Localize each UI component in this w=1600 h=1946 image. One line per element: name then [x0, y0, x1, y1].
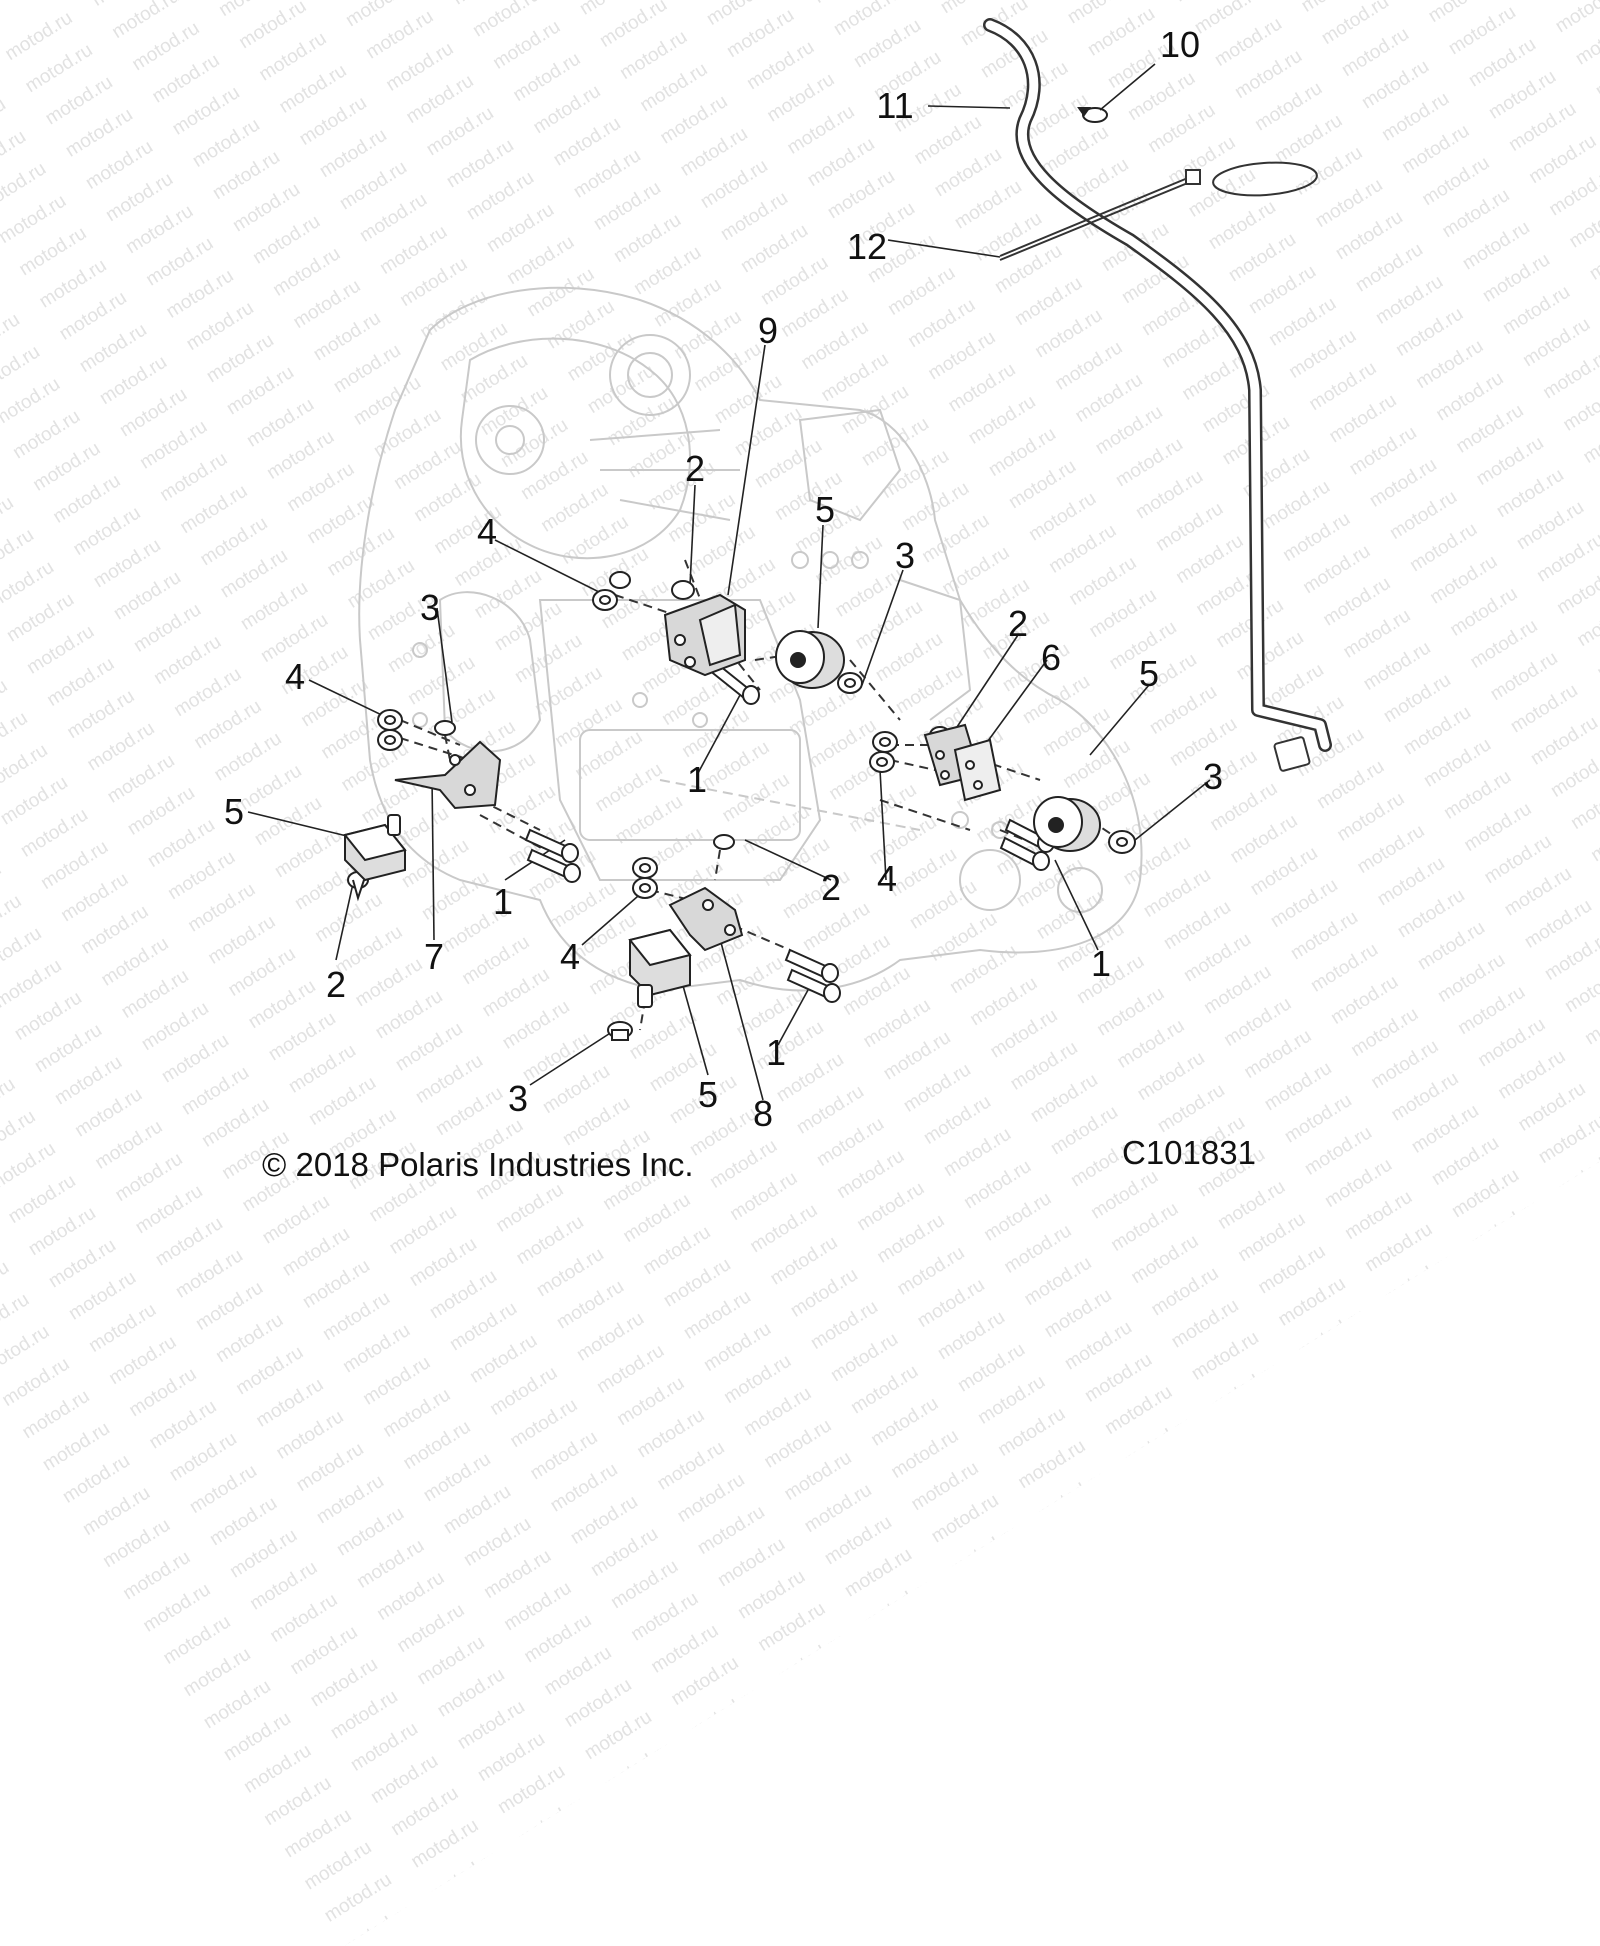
callout-3-left: 3	[419, 587, 441, 628]
callout-3-top: 3	[894, 535, 916, 576]
callout-5-top: 5	[814, 489, 836, 530]
callout-8: 8	[752, 1093, 774, 1134]
diagram-code: C101831	[1122, 1134, 1256, 1171]
callout-1-right: 1	[1090, 943, 1112, 984]
callout-2-bottom: 2	[325, 964, 347, 1005]
diagram-artwork	[247, 18, 1332, 1101]
callout-2-center: 2	[820, 867, 842, 908]
callout-10: 10	[1159, 24, 1201, 65]
callout-4-top: 4	[476, 511, 498, 552]
callout-2-right: 2	[1007, 603, 1029, 644]
callout-6: 6	[1040, 637, 1062, 678]
callout-3-right: 3	[1202, 756, 1224, 797]
callout-4-center: 4	[876, 858, 898, 899]
leader-lines	[247, 63, 1211, 1101]
hose-clamp	[1077, 107, 1108, 123]
brackets	[394, 593, 1002, 952]
callout-5-left: 5	[223, 791, 245, 832]
cable-tie	[999, 161, 1318, 261]
callout-2-top: 2	[684, 448, 706, 489]
callout-11: 11	[876, 85, 914, 126]
rubber-mounts	[343, 630, 1101, 1008]
callout-1-left: 1	[492, 881, 514, 922]
copyright-notice: © 2018 Polaris Industries Inc.	[262, 1146, 694, 1183]
callout-3-bottom: 3	[507, 1078, 529, 1119]
callout-9: 9	[757, 310, 779, 351]
callout-4-left: 4	[284, 656, 306, 697]
callout-5-bottom: 5	[697, 1074, 719, 1115]
callout-7: 7	[423, 936, 445, 977]
callout-12: 12	[846, 226, 888, 267]
bolts	[524, 648, 1055, 1003]
vent-tube	[983, 18, 1332, 772]
callout-1-bottom: 1	[765, 1032, 787, 1073]
callout-1-center: 1	[686, 759, 708, 800]
nuts	[347, 571, 1136, 1041]
callout-4-bottom: 4	[559, 936, 581, 977]
callout-5-right: 5	[1138, 653, 1160, 694]
